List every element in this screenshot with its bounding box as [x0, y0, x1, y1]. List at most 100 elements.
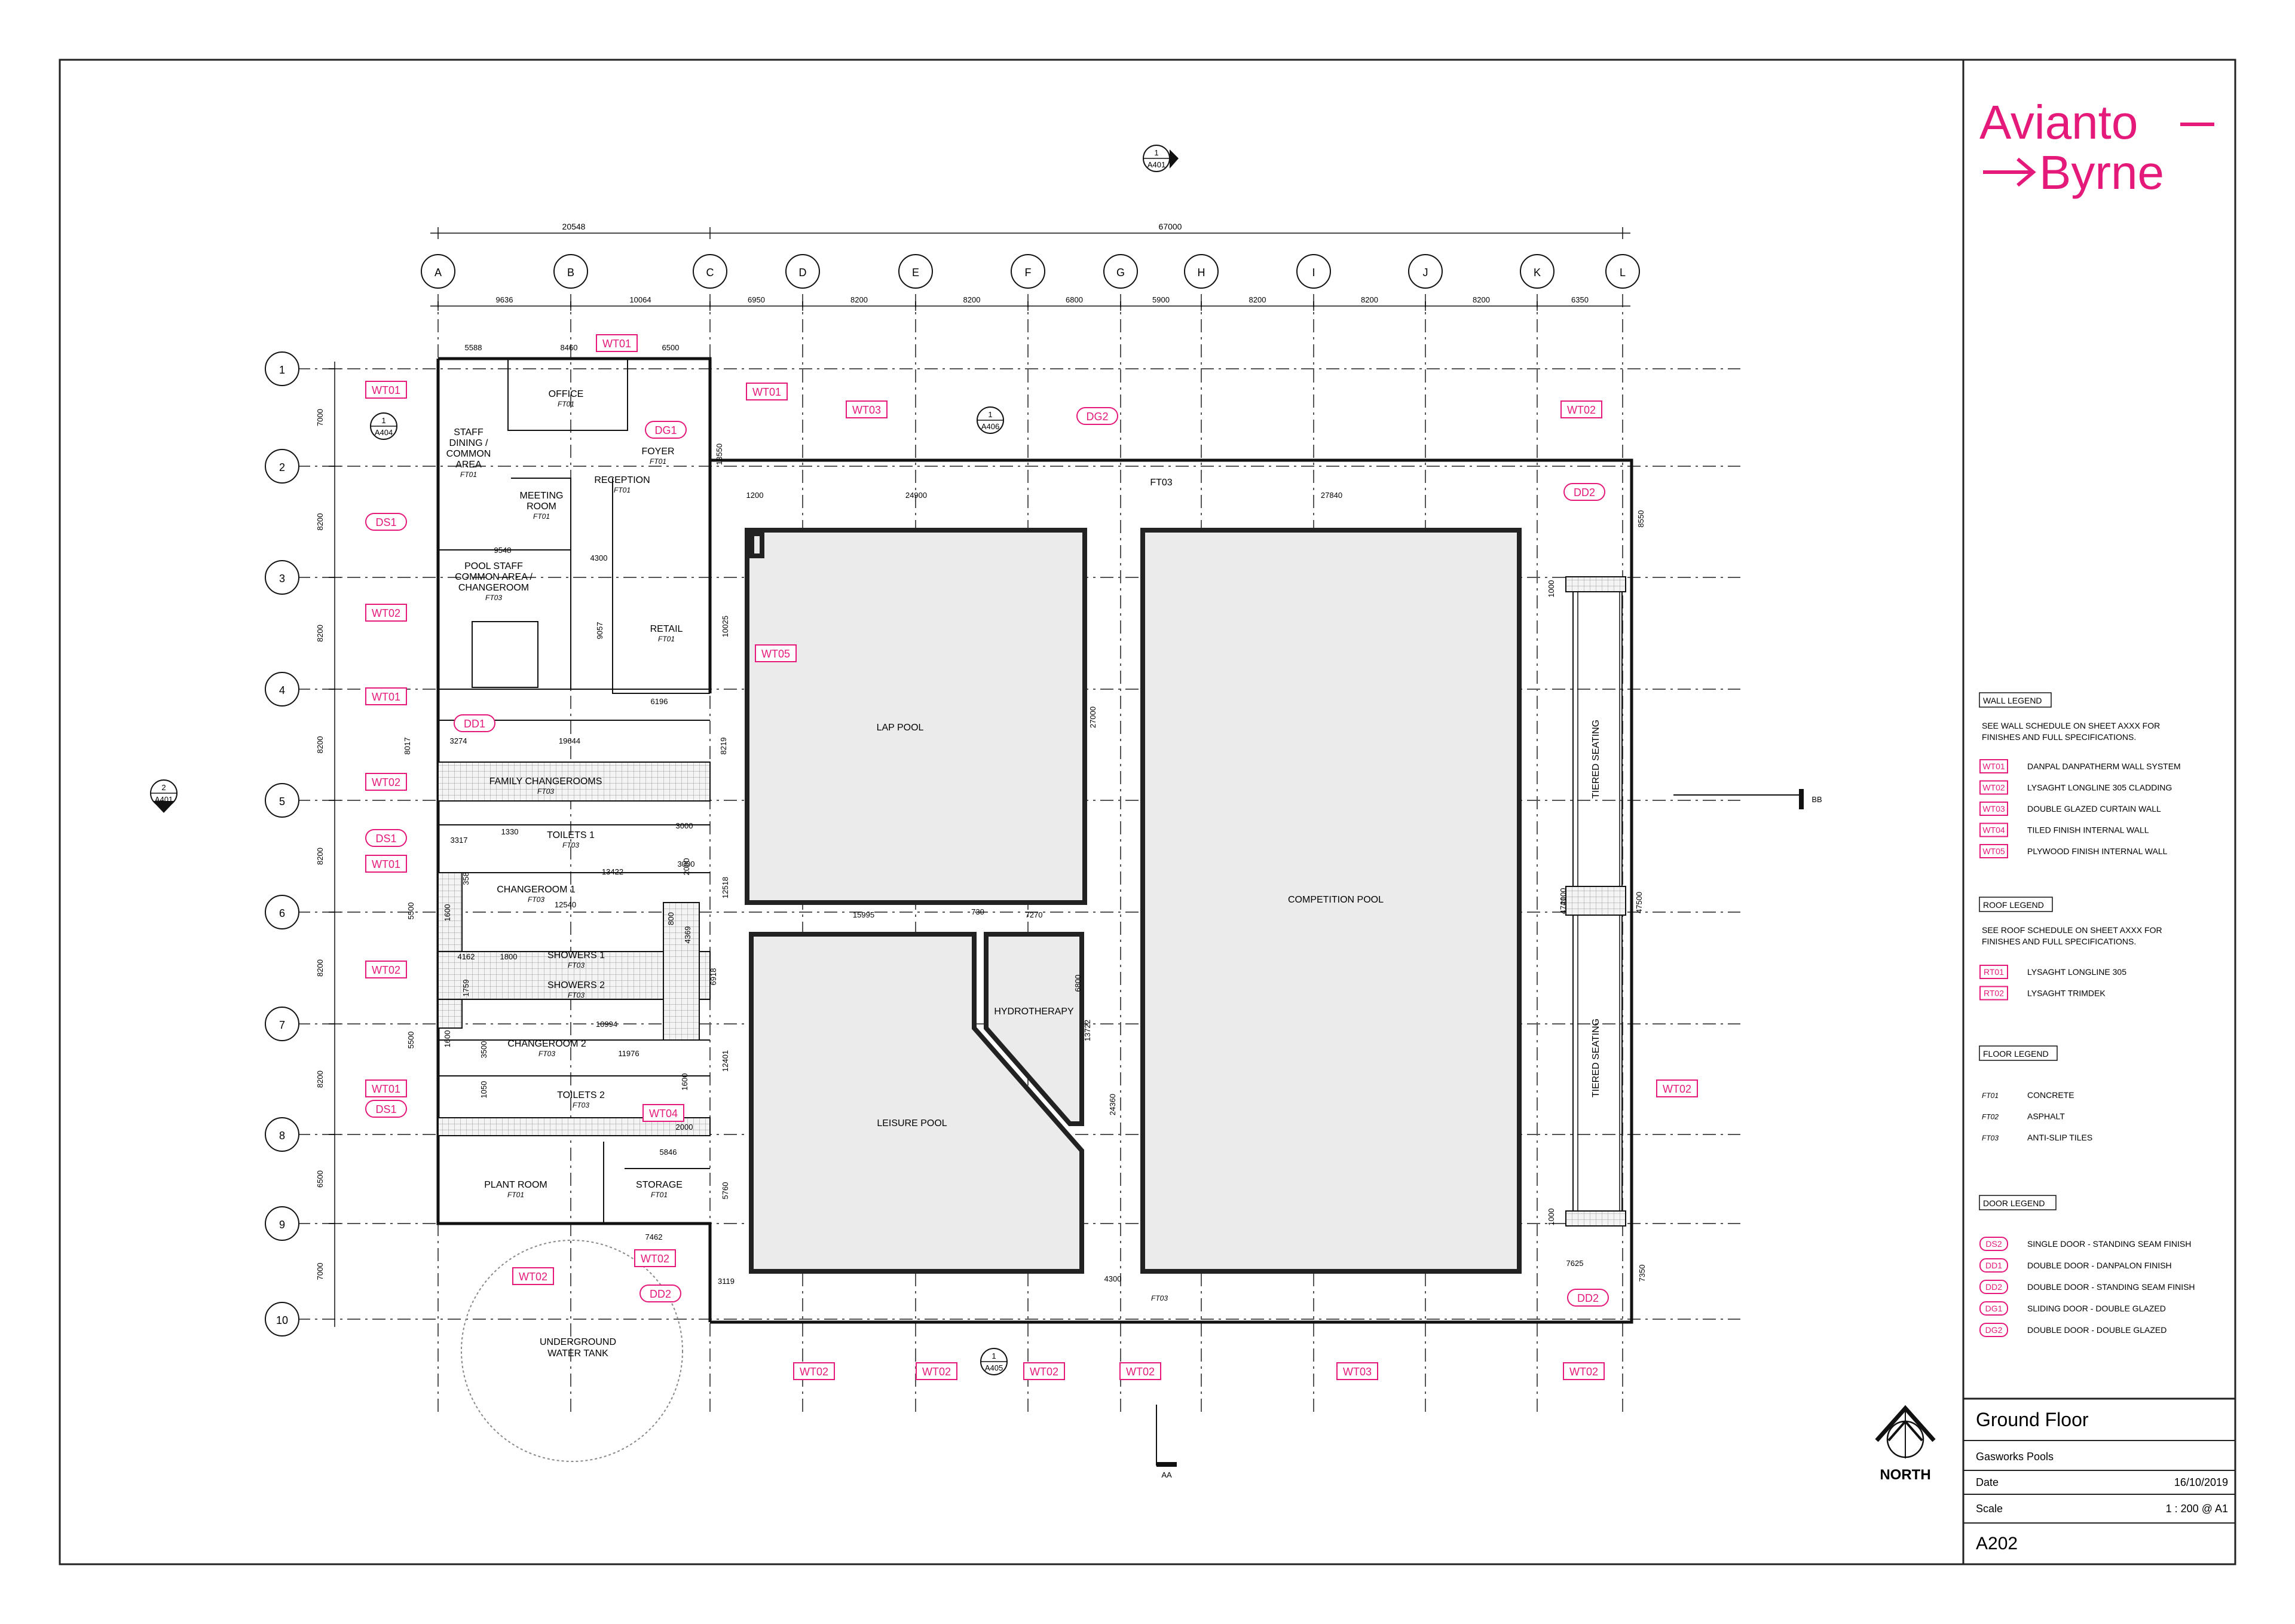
scale-label: Scale [1976, 1503, 2003, 1515]
column-spacing-dim: 8200 [1361, 295, 1378, 304]
grid-label-col: H [1198, 267, 1205, 279]
element-tag: WT02 [519, 1271, 547, 1283]
dimension-value: 730 [971, 907, 984, 916]
element-tag: WT01 [752, 386, 781, 398]
dimension-value: 8017 [403, 738, 412, 755]
element-tag: DD2 [1574, 487, 1595, 498]
north-label: NORTH [1880, 1467, 1930, 1483]
door-legend-heading: DOOR LEGEND [1983, 1198, 2045, 1208]
element-tag: WT02 [800, 1366, 828, 1378]
dimension-value: 3000 [676, 821, 693, 830]
tag-box [1563, 1362, 1605, 1380]
room-finish: FT03 [568, 991, 585, 999]
tag-box [793, 1362, 835, 1380]
sheet-number: A202 [1976, 1534, 2018, 1553]
legend-description: LYSAGHT LONGLINE 305 CLADDING [2027, 783, 2172, 793]
legend-code: FT01 [1982, 1091, 1999, 1100]
project-name: Gasworks Pools [1976, 1451, 2054, 1463]
dimension-value: 13722 [1083, 1020, 1092, 1041]
dimension-value: 1600 [680, 1074, 689, 1091]
dimension-value: 1330 [501, 827, 519, 836]
legend-code-box [1979, 1258, 2008, 1273]
room-name: WATER TANK [547, 1348, 608, 1359]
room-name: DINING / [449, 438, 488, 448]
tag-box [512, 1267, 554, 1285]
overall-dim-1: 20548 [562, 222, 586, 231]
grid-bubble-row [265, 1206, 299, 1241]
row-spacing-dim: 8200 [316, 959, 325, 977]
dimension-value: 6800 [1073, 975, 1082, 992]
dimension-value: 6500 [662, 343, 680, 352]
legend-code: DG2 [1985, 1325, 2003, 1335]
wall-legend-note: SEE WALL SCHEDULE ON SHEET AXXX FOR [1982, 721, 2160, 730]
room-finish: FT03 [485, 594, 502, 602]
grid-label-row: 4 [279, 684, 285, 696]
room-name: STORAGE [636, 1180, 683, 1190]
room-name: TOILETS 1 [547, 830, 595, 840]
grid-bubble-col [1184, 254, 1219, 289]
column-spacing-dim: 8200 [1473, 295, 1490, 304]
dimension-value: 3119 [718, 1277, 735, 1286]
grid-label-row: 7 [279, 1019, 285, 1031]
room-name: LAP POOL [877, 723, 924, 733]
tag-box [1076, 407, 1118, 425]
room-name: SHOWERS 1 [547, 950, 605, 961]
room-finish: FT03 [562, 841, 579, 849]
element-tag: WT05 [761, 648, 790, 660]
tag-box [645, 421, 687, 439]
grid-label-col: D [799, 267, 807, 279]
section-mark-number: 1 [381, 416, 385, 425]
grid-label-col: E [912, 267, 919, 279]
tag-box [916, 1362, 957, 1380]
dimension-value: 1600 [443, 904, 452, 922]
legend-code-box [1979, 965, 2008, 979]
dimension-value: 12401 [721, 1050, 730, 1072]
room-name: OFFICE [549, 389, 584, 399]
legend-description: CONCRETE [2027, 1090, 2074, 1100]
tag-box [1567, 1289, 1609, 1307]
dimension-value: 6196 [651, 697, 668, 706]
legend-description: DOUBLE DOOR - STANDING SEAM FINISH [2027, 1282, 2195, 1292]
tag-box [846, 400, 888, 418]
logo-line1: Avianto [1979, 96, 2138, 149]
element-tag: WT01 [372, 1083, 400, 1095]
dimension-value: 5846 [660, 1148, 677, 1157]
room-finish: FT01 [460, 470, 477, 479]
room-finish: FT03 [568, 961, 585, 969]
room-name: SHOWERS 2 [547, 980, 605, 990]
room-name: CHANGEROOM [458, 583, 529, 593]
section-mark-number: 2 [161, 783, 166, 792]
tag-box [755, 644, 797, 662]
legend-code-box [1979, 1237, 2008, 1251]
legend-code-box [1979, 844, 2008, 858]
legend-description: DANPAL DANPATHERM WALL SYSTEM [2027, 761, 2181, 771]
element-tag: DD1 [464, 718, 485, 730]
column-spacing-dim: 8200 [1249, 295, 1266, 304]
date-value: 16/10/2019 [2174, 1476, 2228, 1488]
date-label: Date [1976, 1476, 1999, 1488]
grid-label-row: 3 [279, 573, 285, 585]
dimension-value: 3274 [450, 736, 467, 745]
legend-description: DOUBLE DOOR - DANPALON FINISH [2027, 1261, 2172, 1270]
tag-box [1119, 1362, 1161, 1380]
dimension-value: 47500 [1635, 892, 1644, 913]
dimension-value: 10025 [721, 616, 730, 637]
element-tag: DS1 [375, 1103, 396, 1115]
section-mark-sheet: A405 [985, 1363, 1003, 1372]
legend-code-box [1979, 986, 2008, 1001]
dimension-value: 4162 [458, 952, 475, 961]
tag-box [365, 513, 407, 531]
dimension-value: 7625 [1566, 1259, 1584, 1268]
row-spacing-dim: 8200 [316, 1071, 325, 1088]
room-name: STAFF [454, 427, 484, 438]
tag-box [1023, 1362, 1065, 1380]
legend-code: FT02 [1982, 1113, 1999, 1121]
grid-label-col: I [1312, 267, 1315, 279]
row-spacing-dim: 7000 [316, 1263, 325, 1280]
